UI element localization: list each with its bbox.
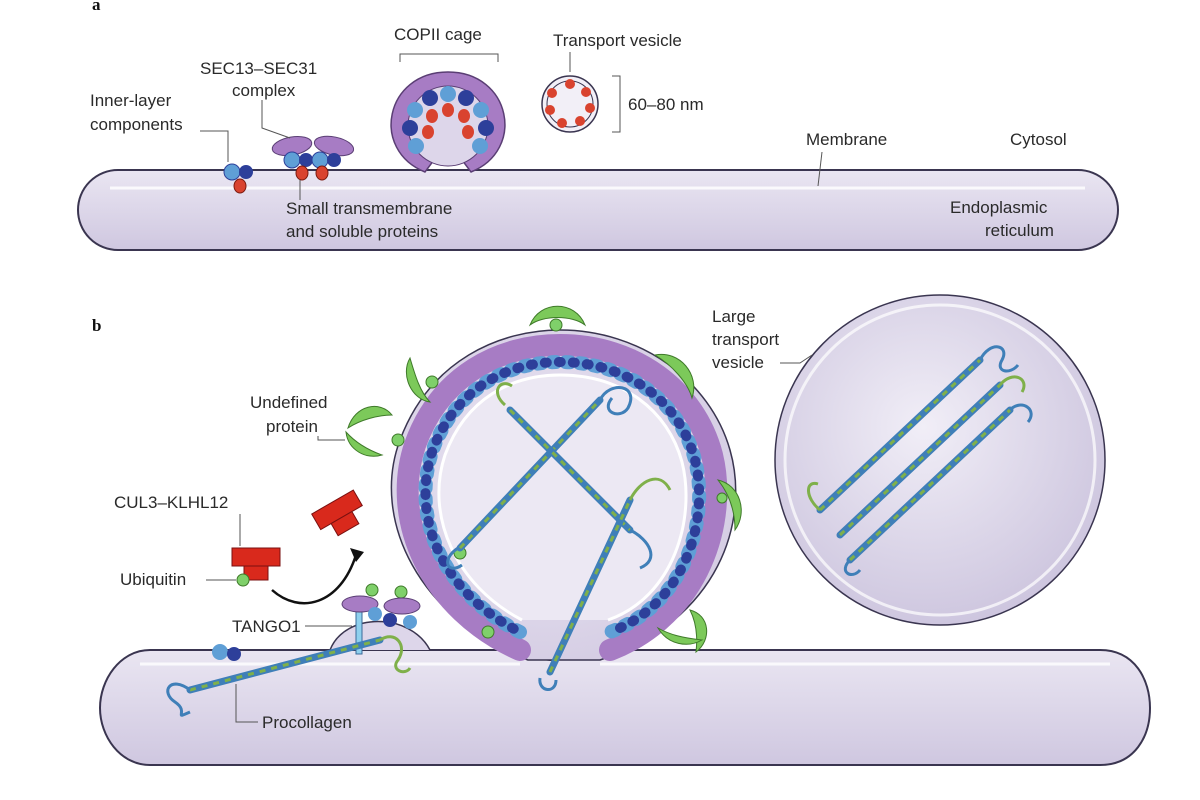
release-arrow <box>271 554 358 605</box>
procollagen-label: Procollagen <box>262 713 352 732</box>
undefined-protein-label-line2: protein <box>266 417 318 436</box>
cul3-klhl12-released <box>311 489 363 537</box>
undefined-protein-leader <box>317 436 345 441</box>
membrane-leader <box>817 151 823 187</box>
copii-cage-bracket <box>399 53 499 62</box>
er-body-a <box>77 169 1119 251</box>
small-proteins-label-line2: and soluble proteins <box>286 222 438 241</box>
undefined-protein-label-line1: Undefined <box>250 393 328 412</box>
sec13-label-line1: SEC13–SEC31 <box>200 59 317 78</box>
copii-cage-bud <box>390 71 506 173</box>
procollagen-in-bud <box>446 382 672 691</box>
release-arrowhead <box>350 548 364 562</box>
cul3-klhl12-ligase <box>231 547 281 587</box>
ubiquitin-label: Ubiquitin <box>120 570 186 589</box>
sec13-leader <box>261 100 291 139</box>
copii-cage-label: COPII cage <box>394 25 482 44</box>
er-body-b <box>98 649 1152 766</box>
cul3-klhl12-label: CUL3–KLHL12 <box>114 493 228 512</box>
procollagen-in-er <box>166 635 412 717</box>
er-label-line1: Endoplasmic <box>950 198 1048 217</box>
transport-vesicle-small <box>541 75 599 133</box>
large-transport-vesicle <box>774 294 1106 626</box>
large-vesicle-label-line2: transport <box>712 330 779 349</box>
inner-layer-label-line2: components <box>90 115 183 134</box>
er-label-line2: reticulum <box>985 221 1054 240</box>
inner-layer-label-line1: Inner-layer <box>90 91 172 110</box>
small-proteins-label-line1: Small transmembrane <box>286 199 452 218</box>
size-label: 60–80 nm <box>628 95 704 114</box>
large-vesicle-leader <box>780 354 813 364</box>
panel-b-letter: b <box>92 316 101 335</box>
large-vesicle-label-line1: Large <box>712 307 755 326</box>
sec13-sec31-complex <box>271 135 355 181</box>
sec13-label-line2: complex <box>232 81 296 100</box>
inner-layer-cluster <box>223 163 253 194</box>
large-copii-bud <box>390 329 737 661</box>
tango1-site <box>212 595 431 661</box>
panel-a-letter: a <box>92 0 101 14</box>
size-bracket <box>612 75 621 133</box>
procollagen-leader <box>235 684 258 723</box>
membrane-label: Membrane <box>806 130 887 149</box>
inner-layer-leader <box>200 130 229 162</box>
cytosol-label: Cytosol <box>1010 130 1067 149</box>
large-vesicle-label-line3: vesicle <box>712 353 764 372</box>
undefined-protein-free <box>345 406 405 457</box>
tango1-label: TANGO1 <box>232 617 301 636</box>
transport-vesicle-label: Transport vesicle <box>553 31 682 50</box>
undefined-protein-set <box>405 305 742 654</box>
